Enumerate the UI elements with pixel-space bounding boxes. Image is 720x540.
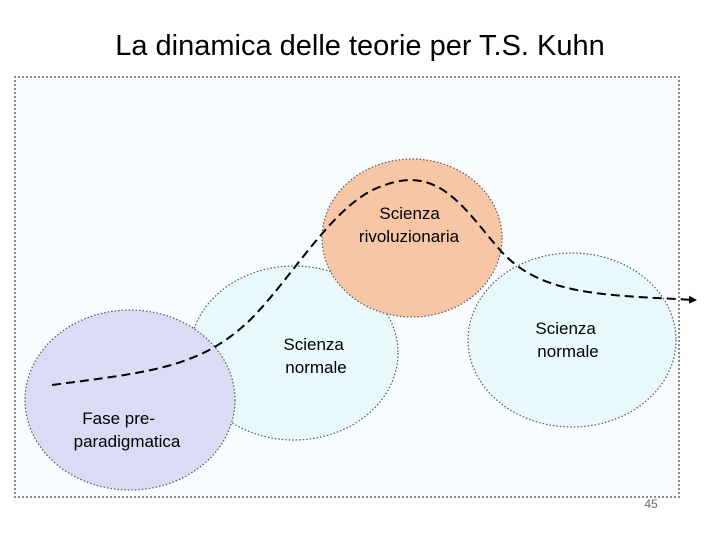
normal-science-label-2-line2: normale <box>537 342 598 361</box>
normal-science-label-1-line1: Scienza <box>283 335 344 354</box>
revolutionary-science-label: Scienza rivoluzionaria <box>359 204 460 246</box>
normal-science-label-1-line2: normale <box>285 358 346 377</box>
theory-dynamics-trajectory <box>51 179 697 386</box>
revolutionary-science-label-line2: rivoluzionaria <box>359 227 460 246</box>
normal-science-circle-1 <box>189 265 399 441</box>
page-number: 45 <box>644 497 658 511</box>
normal-science-circle-2 <box>467 252 677 428</box>
normal-science-label-2: Scienza normale <box>535 319 600 361</box>
pre-paradigmatic-circle <box>24 309 236 491</box>
normal-science-label-2-line1: Scienza <box>535 319 596 338</box>
normal-science-label-1: Scienza normale <box>283 335 348 377</box>
pre-paradigmatic-label-line2: paradigmatica <box>74 432 181 451</box>
revolutionary-science-label-line1: Scienza <box>379 204 440 223</box>
pre-paradigmatic-label-line1: Fase pre- <box>82 409 155 428</box>
revolutionary-science-circle <box>321 158 503 318</box>
pre-paradigmatic-label: Fase pre- paradigmatica <box>74 409 181 451</box>
slide-title: La dinamica delle teorie per T.S. Kuhn <box>115 30 605 62</box>
